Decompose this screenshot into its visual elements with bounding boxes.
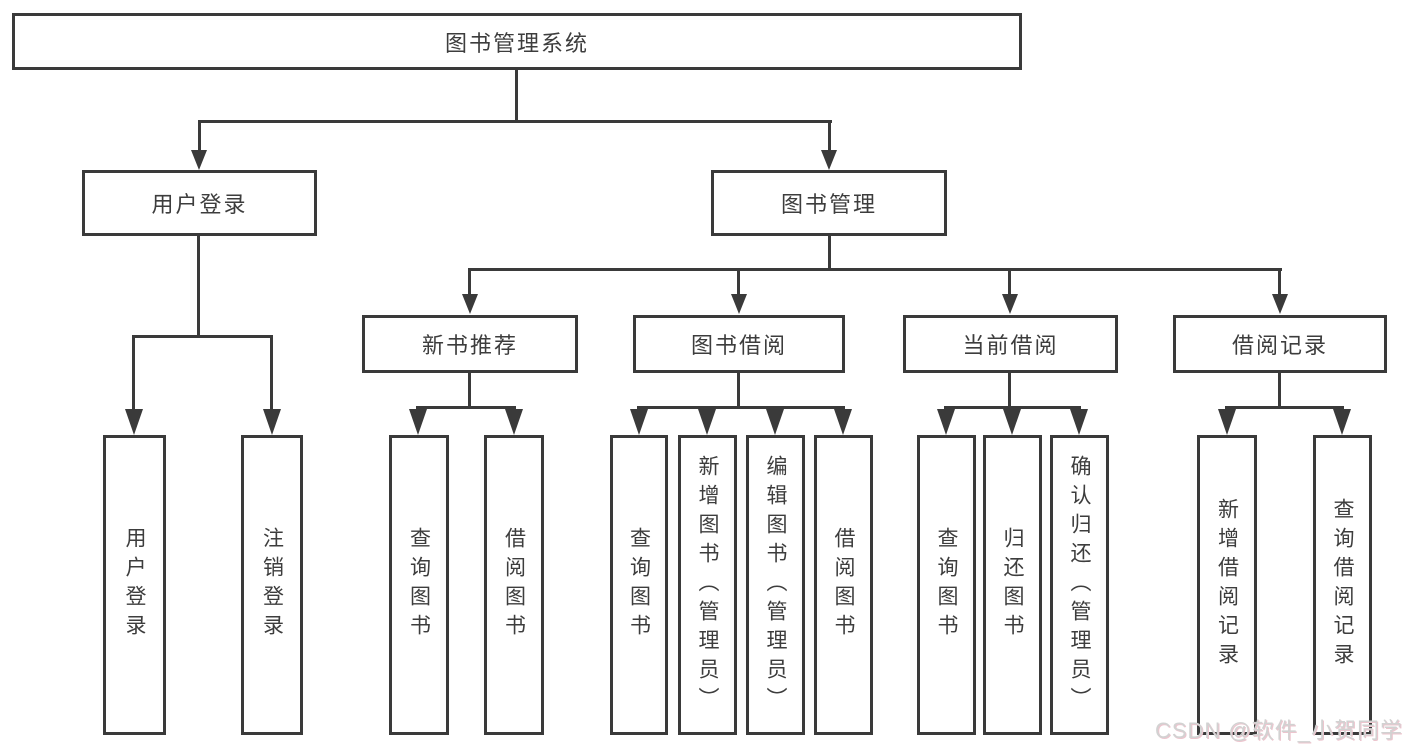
leaf-newbook-borrow-book: 借阅图书: [484, 435, 544, 735]
arrow-down-icon: [1002, 294, 1018, 314]
arrow-down-icon: [462, 294, 478, 314]
connector-line: [468, 268, 471, 296]
arrow-down-icon: [834, 409, 852, 435]
connector-line: [416, 406, 516, 409]
arrow-down-icon: [1218, 409, 1236, 435]
connector-line: [1278, 373, 1281, 408]
arrow-down-icon: [937, 409, 955, 435]
arrow-down-icon: [1070, 409, 1088, 435]
connector-line: [198, 120, 201, 152]
node-new-book-recommend: 新书推荐: [362, 315, 578, 373]
connector-line: [944, 406, 1081, 409]
leaf-borrow-query-book: 查询图书: [610, 435, 668, 735]
connector-line: [198, 120, 832, 123]
connector-line: [1278, 268, 1281, 296]
leaf-borrow-add-book-admin: 新增图书（管理员）: [678, 435, 737, 735]
node-current-borrow: 当前借阅: [903, 315, 1118, 373]
arrow-down-icon: [821, 150, 837, 170]
connector-line: [132, 335, 135, 411]
arrow-down-icon: [766, 409, 784, 435]
arrow-down-icon: [1003, 409, 1021, 435]
connector-line: [468, 268, 1282, 271]
connector-line: [737, 373, 740, 408]
leaf-records-add-record: 新增借阅记录: [1197, 435, 1257, 735]
leaf-records-query-record: 查询借阅记录: [1313, 435, 1372, 735]
arrow-down-icon: [698, 409, 716, 435]
leaf-newbook-query-book: 查询图书: [389, 435, 449, 735]
leaf-borrow-borrow-book: 借阅图书: [814, 435, 873, 735]
arrow-down-icon: [731, 294, 747, 314]
arrow-down-icon: [1333, 409, 1351, 435]
arrow-down-icon: [125, 409, 143, 435]
node-user-login: 用户登录: [82, 170, 317, 236]
connector-line: [197, 236, 200, 337]
connector-line: [828, 236, 831, 270]
connector-line: [637, 406, 845, 409]
node-book-management: 图书管理: [711, 170, 947, 236]
arrow-down-icon: [191, 150, 207, 170]
leaf-current-query-book: 查询图书: [917, 435, 976, 735]
arrow-down-icon: [409, 409, 427, 435]
arrow-down-icon: [263, 409, 281, 435]
connector-line: [1225, 406, 1344, 409]
connector-line: [270, 335, 273, 411]
leaf-logout: 注销登录: [241, 435, 303, 735]
connector-line: [737, 268, 740, 296]
connector-line: [515, 69, 518, 122]
connector-line: [132, 335, 273, 338]
leaf-current-confirm-return-admin: 确认归还（管理员）: [1050, 435, 1109, 735]
arrow-down-icon: [1272, 294, 1288, 314]
leaf-current-return-book: 归还图书: [983, 435, 1042, 735]
arrow-down-icon: [630, 409, 648, 435]
leaf-borrow-edit-book-admin: 编辑图书（管理员）: [746, 435, 805, 735]
connector-line: [468, 373, 471, 408]
node-book-borrow: 图书借阅: [633, 315, 845, 373]
node-borrow-records: 借阅记录: [1173, 315, 1387, 373]
connector-line: [1008, 268, 1011, 296]
leaf-user-login: 用户登录: [103, 435, 166, 735]
arrow-down-icon: [505, 409, 523, 435]
node-root: 图书管理系统: [12, 13, 1022, 70]
connector-line: [1008, 373, 1011, 408]
csdn-watermark: CSDN @软件_小贺同学: [1154, 718, 1403, 743]
connector-line: [828, 120, 831, 152]
